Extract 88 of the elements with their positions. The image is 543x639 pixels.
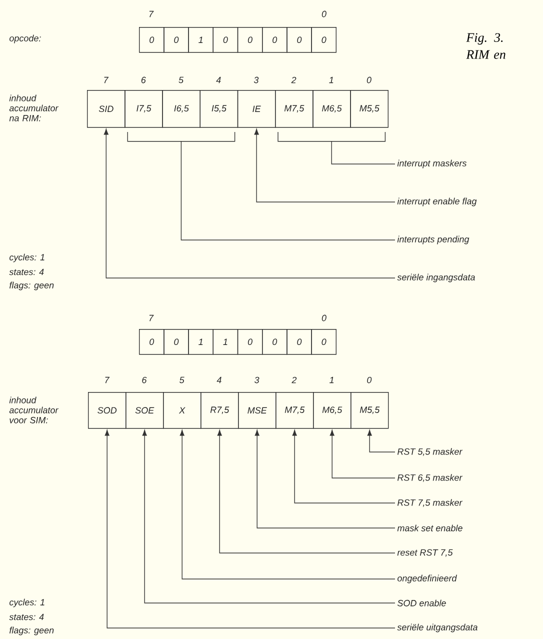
bit-number: 7 <box>104 76 109 84</box>
register-cell: R7,5 <box>200 392 239 429</box>
bit-number: 2 <box>292 376 297 384</box>
bit-description: mask set enable <box>397 524 462 532</box>
opcode-bit-cell: 0 <box>286 27 312 53</box>
register-cell: SOD <box>88 392 126 429</box>
bit-number: 4 <box>216 76 221 84</box>
bit-description: reset RST 7,5 <box>397 549 453 557</box>
bit-number: 2 <box>291 76 296 84</box>
bit-number: 0 <box>322 10 326 18</box>
bit-number: 0 <box>366 76 372 84</box>
bit-number: 5 <box>178 76 184 84</box>
bit-description: interrupt maskers <box>397 160 467 168</box>
bit-description: RST 6,5 masker <box>398 474 462 482</box>
register-cell: I6,5 <box>162 90 200 128</box>
row-label: inhoud accumulator na RIM: <box>9 94 58 122</box>
bit-number: 0 <box>322 314 326 322</box>
register-cell: M7,5 <box>275 90 314 128</box>
bit-description: interrupts pending <box>397 236 470 244</box>
opcode-bit-cell: 0 <box>139 27 164 53</box>
bit-description: RST 7,5 masker <box>398 499 462 507</box>
leader-line <box>254 430 396 528</box>
bit-number: 3 <box>254 376 260 384</box>
bit-number: 6 <box>141 76 146 84</box>
opcode-bit-cell: 0 <box>164 329 189 355</box>
bit-number: 1 <box>329 76 334 84</box>
register-cell: M6,5 <box>313 392 352 429</box>
bracket <box>127 132 236 142</box>
leader-line <box>104 430 396 628</box>
bit-description: seriële uitgangsdata <box>397 624 478 632</box>
register-cell: MSE <box>238 392 276 429</box>
opcode-bit-cell: 0 <box>237 27 263 53</box>
caption: Fig. 3. RIM en <box>466 33 506 59</box>
leader-line <box>180 430 396 580</box>
leader-line <box>254 128 396 202</box>
opcode-bit-cell: 1 <box>188 27 214 53</box>
bit-number: 0 <box>367 376 372 384</box>
register-cell: SOE <box>126 392 164 429</box>
register-cell: X <box>163 392 202 429</box>
bit-description: SOD enable <box>397 600 446 606</box>
leader-line <box>180 141 396 240</box>
opcode-bit-cell: 0 <box>212 27 238 53</box>
leader-line <box>217 430 396 554</box>
leader-line <box>330 430 396 478</box>
opcode-bit-cell: 0 <box>262 329 288 355</box>
opcode-bit-cell: 1 <box>212 329 238 355</box>
opcode-bit-cell: 0 <box>262 27 288 53</box>
bit-number: 7 <box>149 314 154 322</box>
timing-note: states: 4 <box>9 614 44 620</box>
register-cell: M7,5 <box>276 392 314 429</box>
bit-number: 7 <box>105 376 110 384</box>
register-cell: I7,5 <box>124 90 163 128</box>
register-cell: M5,5 <box>350 90 388 128</box>
bit-description: RST 5,5 masker <box>398 448 462 456</box>
register-cell: I5,5 <box>200 90 238 128</box>
leader-line <box>292 430 396 504</box>
timing-note: flags: geen <box>10 282 54 290</box>
bit-description: seriële ingangsdata <box>397 274 475 282</box>
leader-line <box>104 128 396 278</box>
bit-number: 7 <box>149 10 154 18</box>
bit-number: 1 <box>330 376 334 384</box>
leader-line <box>331 141 396 164</box>
bit-number: 6 <box>142 376 147 384</box>
register-cell: IE <box>237 90 276 128</box>
timing-note: states: 4 <box>9 268 44 276</box>
opcode-bit-cell: 0 <box>311 329 336 355</box>
bit-number: 5 <box>180 376 184 384</box>
timing-note: cycles: 1 <box>10 598 44 608</box>
row-label: inhoud accumulator voor SIM: <box>9 396 58 424</box>
bit-description: ongedefinieerd <box>398 574 457 584</box>
register-cell: M5,5 <box>350 392 389 429</box>
leader-line <box>367 430 396 452</box>
opcode-bit-cell: 0 <box>311 27 336 53</box>
opcode-bit-cell: 1 <box>188 329 214 355</box>
opcode-bit-cell: 0 <box>139 329 164 355</box>
timing-note: cycles: 1 <box>10 254 44 262</box>
leader-line <box>142 430 396 604</box>
opcode-bit-cell: 0 <box>237 329 263 355</box>
bit-number: 4 <box>216 376 222 384</box>
opcode-bit-cell: 0 <box>286 329 312 355</box>
bracket <box>278 132 386 142</box>
register-cell: SID <box>87 90 126 128</box>
timing-note: flags: geen <box>10 626 54 636</box>
row-label: opcode: <box>10 34 41 44</box>
register-cell: M6,5 <box>312 90 351 128</box>
opcode-bit-cell: 0 <box>164 27 189 53</box>
bit-description: interrupt enable flag <box>397 198 477 206</box>
bit-number: 3 <box>254 76 259 84</box>
